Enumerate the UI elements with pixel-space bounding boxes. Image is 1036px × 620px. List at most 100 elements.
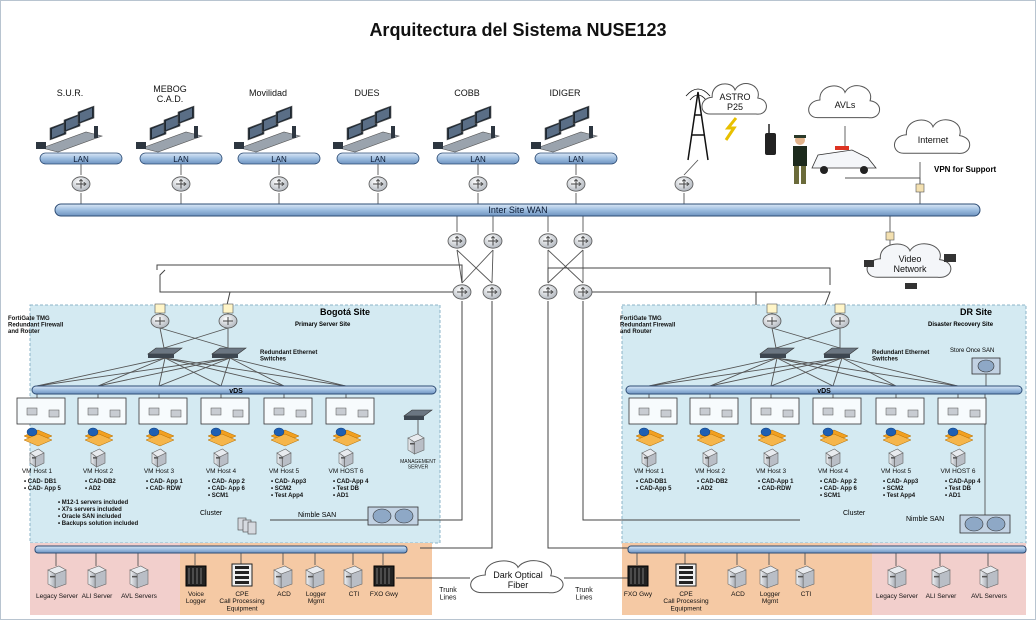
bogota-cpe-icon (231, 563, 253, 587)
dr-site-title: DR Site (960, 307, 992, 317)
bogota-equipment-server-icon (305, 565, 325, 589)
bogota-vm-host-app: • CAD- App 1 (146, 479, 184, 485)
dr-vm-host-app: • CAD-App 4 (945, 479, 981, 485)
dr-vm-host-name: VM Host 4 (818, 468, 849, 475)
bogota-vm-host-3-icon (151, 448, 167, 468)
agency-movilidad-label: Movilidad (249, 88, 287, 98)
vpn-device-icon (915, 183, 925, 193)
dr-vm-host-app: • CAD- App3 (883, 479, 919, 485)
dr-vm-host-name: VM HOST 6 (941, 468, 976, 475)
dr-legacy-server-icon (931, 565, 951, 589)
lightning-icon (724, 117, 738, 141)
vmware-stack-icon (635, 427, 665, 447)
bogota-vm-host-app: • CAD-DB2 (85, 479, 116, 485)
ethernet-switch-base (760, 354, 786, 358)
lan-label: LAN (173, 155, 189, 164)
dark-optical-fiber-cloud (470, 560, 564, 594)
bogota-san-label: Nimble SAN (298, 512, 336, 519)
dr-vm-host-6-icon (950, 448, 966, 468)
bogota-psap-bus (34, 545, 408, 554)
bogota-equipment-server-icon (343, 565, 363, 589)
bogota-vm-host-app: • CAD- RDW (146, 486, 181, 492)
bogota-vm-host-5-icon (276, 448, 292, 468)
vpn-label: VPN for Support (934, 165, 997, 174)
workstation-group-icon (433, 105, 501, 153)
radio-tower-icon (685, 88, 711, 161)
vmware-stack-icon (757, 427, 787, 447)
lan-bus-dues (336, 152, 420, 165)
bogota-vm-host-name: VM Host 3 (144, 468, 175, 475)
wan-label: Inter Site WAN (488, 205, 547, 215)
vmware-stack-icon (23, 427, 53, 447)
agency-router-icon (269, 176, 289, 192)
bogota-vm-host-name: VM Host 1 (22, 468, 53, 475)
bogota-vm-host-name: VM HOST 6 (329, 468, 364, 475)
dr-vm-host-4-icon (825, 448, 841, 468)
bogota-vm-host-app: • CAD- App 2 (208, 479, 246, 485)
vmware-stack-icon (145, 427, 175, 447)
bogota-vm-host-app: • CAD-App 4 (333, 479, 369, 485)
camera-icon (944, 254, 956, 262)
dr-vm-host-app: • Test DB (945, 486, 972, 492)
dr-vm-host-app: • CAD-DB1 (636, 479, 667, 485)
dr-vds-label: vDS (817, 388, 831, 395)
bogota-vm-host-1-icon (29, 448, 45, 468)
bogota-nimble-san-icon (367, 506, 419, 526)
radio-handset-icon (765, 133, 776, 155)
vm-box (16, 397, 66, 425)
dr-san-label: Nimble SAN (906, 516, 944, 523)
dr-nimble-san-icon (959, 514, 1011, 534)
ethernet-switch-base (148, 354, 174, 358)
dr-vm-host-app: • CAD- App 2 (820, 479, 858, 485)
bogota-site-subtitle: Primary Server Site (295, 322, 351, 328)
site-router-icon (482, 284, 502, 300)
video-device-icon (885, 231, 895, 241)
dr-equipment-label: CTI (801, 591, 812, 598)
agency-router-icon (71, 176, 91, 192)
dr-vm-host-app: • CAD-App 5 (636, 486, 672, 492)
dr-vm-host-app: • AD2 (697, 486, 713, 492)
dr-equipment-server-icon (759, 565, 779, 589)
bogota-equipment-label: FXO Gwy (370, 591, 399, 598)
bogota-vm-host-app: • CAD- App3 (271, 479, 307, 485)
wan-core-router-icon (573, 233, 593, 249)
ethernet-switch-base (212, 354, 238, 358)
vm-box (263, 397, 313, 425)
lan-bus-cobb (436, 152, 520, 165)
wan-core-router-icon (447, 233, 467, 249)
lan-bus-movilidad (237, 152, 321, 165)
dr-vm-host-1-icon (641, 448, 657, 468)
site-router-icon (538, 284, 558, 300)
lan-label: LAN (568, 155, 584, 164)
vmware-stack-icon (332, 427, 362, 447)
connection-lines (36, 126, 989, 579)
bogota-vm-host-app: • AD2 (85, 486, 101, 492)
agency-router-icon (171, 176, 191, 192)
wan-core-router-icon (483, 233, 503, 249)
agency-router-icon (468, 176, 488, 192)
dr-vm-host-app: • CAD- App 6 (820, 486, 858, 492)
bogota-vm-host-app: • CAD- App 5 (24, 486, 62, 492)
site-router-icon (573, 284, 593, 300)
dr-vm-host-name: VM Host 5 (881, 468, 912, 475)
dr-legacy-server-icon (887, 565, 907, 589)
bogota-legacy-label: AVL Servers (121, 593, 158, 600)
vmware-stack-icon (207, 427, 237, 447)
bogota-legacy-server-icon (87, 565, 107, 589)
bogota-legacy-server-icon (129, 565, 149, 589)
internet-cloud-label: Internet (918, 135, 949, 145)
bogota-vm-host-6-icon (338, 448, 354, 468)
bogota-vm-host-4-icon (213, 448, 229, 468)
lan-label: LAN (470, 155, 486, 164)
dr-equipment-server-icon (795, 565, 815, 589)
cluster-icon (237, 517, 257, 535)
dr-vm-host-name: VM Host 3 (756, 468, 787, 475)
dr-vm-host-5-icon (888, 448, 904, 468)
dr-vm-host-name: VM Host 2 (695, 468, 726, 475)
